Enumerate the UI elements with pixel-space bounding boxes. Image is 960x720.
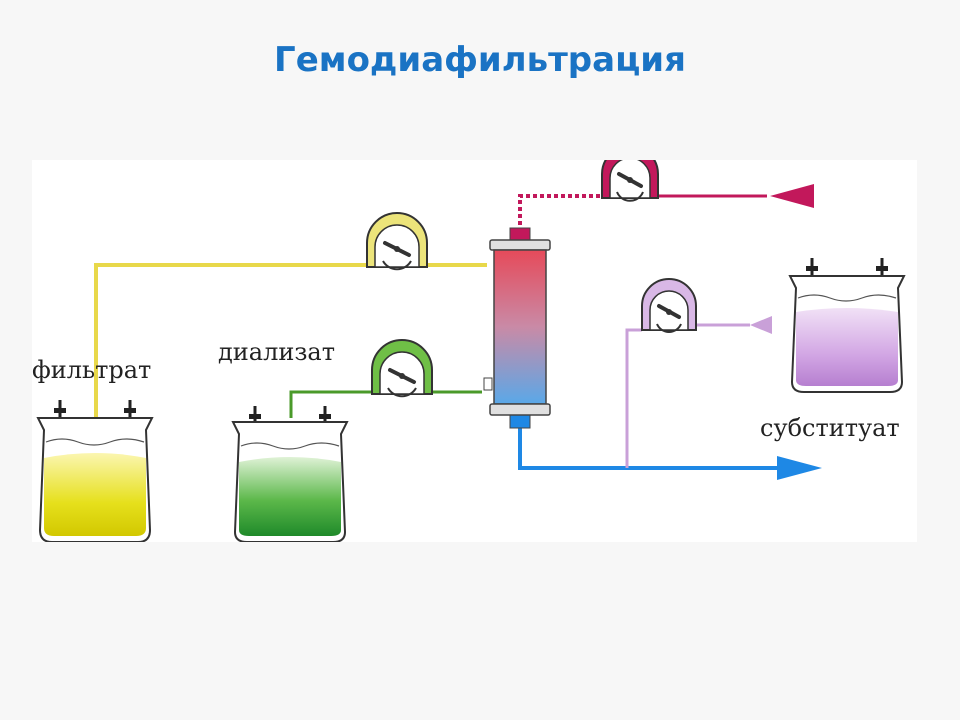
arrow-icon (750, 316, 772, 334)
bag-icon (231, 406, 349, 542)
label-substituate: субституат (760, 414, 900, 442)
hemodiafiltration-diagram: фильтрат диализат субституат (32, 160, 917, 542)
bag-icon (788, 258, 906, 393)
label-filtrate: фильтрат (32, 356, 151, 384)
pump-icon (371, 339, 433, 398)
pump-icon (366, 212, 428, 271)
arrow-icon (777, 456, 822, 480)
arterial-line-dotted (518, 194, 602, 232)
venous-line (518, 428, 777, 470)
dialyzer-icon (483, 227, 551, 429)
substituate-line (625, 323, 750, 468)
arrow-icon (770, 184, 814, 208)
dialysate-line (289, 390, 482, 418)
pump-icon (601, 160, 659, 202)
filtrate-line (94, 263, 487, 418)
pump-icon (641, 278, 697, 333)
page-title: Гемодиафильтрация (274, 40, 686, 80)
label-dialysate: диализат (218, 338, 335, 366)
bag-icon (36, 400, 154, 542)
